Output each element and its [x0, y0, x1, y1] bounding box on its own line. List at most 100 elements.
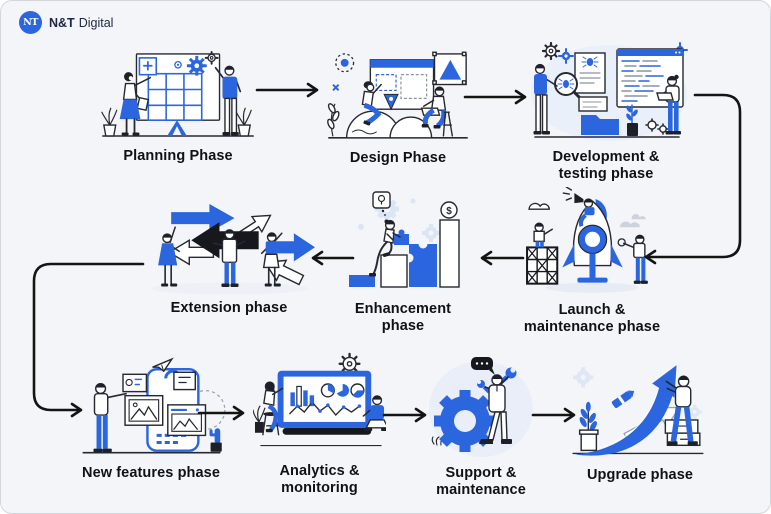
upgrade-illustration [572, 365, 704, 456]
phase-label-development: Development & testing phase [553, 149, 660, 183]
cloud-icon [619, 214, 646, 228]
coin-icon: $ [440, 201, 458, 219]
design-illustration [327, 51, 468, 139]
wrench-small-icon [477, 380, 491, 394]
image-card-icon [124, 394, 164, 426]
label-line: Upgrade phase [586, 466, 694, 483]
plant-icon [578, 401, 599, 452]
plant-icon [253, 405, 266, 433]
phase-label-launch: Launch & maintenance phase [524, 302, 660, 336]
person-man-center [212, 229, 246, 288]
person-left [533, 222, 553, 248]
image-card-icon [167, 404, 207, 437]
person-woman-left [158, 226, 180, 287]
scaffold-icon [526, 246, 559, 285]
sparkle-icon [332, 83, 340, 91]
label-line: Extension phase [170, 299, 288, 316]
person-man [362, 395, 386, 431]
framed-triangle-icon [432, 51, 467, 86]
phase-analytics: Analytics & monitoring [253, 351, 386, 497]
phase-extension: Extension phase [141, 195, 317, 317]
label-line: testing phase [558, 166, 654, 182]
phase-support: Support & maintenance [421, 351, 541, 499]
phase-label-design: Design Phase [350, 150, 446, 167]
white-block [380, 254, 408, 288]
idea-bubble-icon [372, 191, 391, 216]
launch-illustration [526, 187, 648, 293]
person-woman [262, 381, 284, 436]
person-woman [119, 72, 152, 136]
phase-label-extension: Extension phase [171, 300, 288, 317]
label-line: Development & [552, 149, 660, 165]
arrow-launch-to-enhancement [480, 250, 525, 266]
new-features-illustration [82, 357, 226, 454]
person-climbing [369, 219, 409, 277]
plus-icon [138, 57, 158, 76]
person-technician [477, 367, 517, 444]
plant-icon [101, 107, 252, 137]
pen-tool-icon [383, 93, 399, 111]
blue-slab [349, 275, 375, 287]
gear-small-icon [204, 50, 219, 65]
development-illustration [531, 41, 688, 141]
label-line: Design Phase [349, 149, 447, 166]
person-pushing [665, 375, 698, 446]
phase-label-new-features: New features phase [82, 465, 220, 482]
marker-icon [611, 390, 635, 409]
person-right [617, 234, 648, 284]
plant-icon [327, 103, 340, 137]
planning-illustration [101, 50, 254, 137]
analytics-illustration [253, 352, 386, 447]
label-line: Planning Phase [123, 147, 233, 164]
person-announcer [562, 187, 595, 227]
gear-icon [541, 41, 561, 61]
speech-bubble-icon [471, 357, 495, 375]
person-man [214, 65, 242, 136]
arrow-right-blue-icon [171, 204, 235, 233]
phase-planning: Planning Phase [89, 47, 267, 165]
dashboard-screen-icon [277, 370, 372, 428]
label-line: Analytics & [279, 463, 360, 480]
dotted-circle-icon [335, 53, 355, 73]
phase-enhancement: $ Enhanceme [343, 187, 463, 335]
arrow-right-blue-icon [269, 233, 315, 262]
screen-base [282, 427, 372, 435]
label-line: Launch & [558, 301, 626, 318]
label-line: New features phase [82, 464, 220, 481]
person-man [93, 382, 127, 453]
easel-legs [167, 120, 187, 136]
small-card-icon [122, 373, 148, 393]
target-icon [174, 60, 182, 69]
grid-icon [147, 72, 203, 121]
label-line: phase [381, 318, 425, 334]
label-line: monitoring [281, 480, 358, 497]
small-card-icon [173, 371, 197, 391]
note-card [578, 96, 608, 112]
phase-label-upgrade: Upgrade phase [587, 467, 693, 484]
label-line: Enhancement [354, 301, 452, 317]
brand-logo: NT N&T Digital [19, 11, 113, 34]
arrow-left-white-icon [167, 239, 215, 266]
label-line: maintenance [436, 482, 526, 498]
paper-plane-icon [152, 357, 174, 373]
person-man [533, 63, 558, 135]
logo-monogram-icon: NT [19, 11, 42, 34]
phase-label-support: Support & maintenance [436, 465, 526, 499]
phase-launch: Launch & maintenance phase [519, 187, 665, 336]
bug-report-icon [574, 52, 606, 94]
gear-icon [186, 55, 207, 76]
brand-name-bold: N&T [49, 15, 75, 30]
cloud-icon [528, 202, 550, 210]
phase-upgrade: Upgrade phase [569, 351, 711, 484]
folder-icon [581, 115, 619, 135]
phase-new-features: New features phase [67, 357, 235, 482]
svg-text:$: $ [446, 206, 452, 217]
phase-label-enhancement: Enhancement phase [355, 301, 451, 335]
phase-label-planning: Planning Phase [123, 148, 232, 165]
background-gears [573, 367, 702, 419]
enhancement-illustration: $ [349, 191, 460, 288]
phase-label-analytics: Analytics & monitoring [279, 463, 359, 497]
phase-design: Design Phase [319, 47, 477, 167]
person-man [420, 86, 454, 137]
phase-development: Development & testing phase [521, 41, 691, 183]
